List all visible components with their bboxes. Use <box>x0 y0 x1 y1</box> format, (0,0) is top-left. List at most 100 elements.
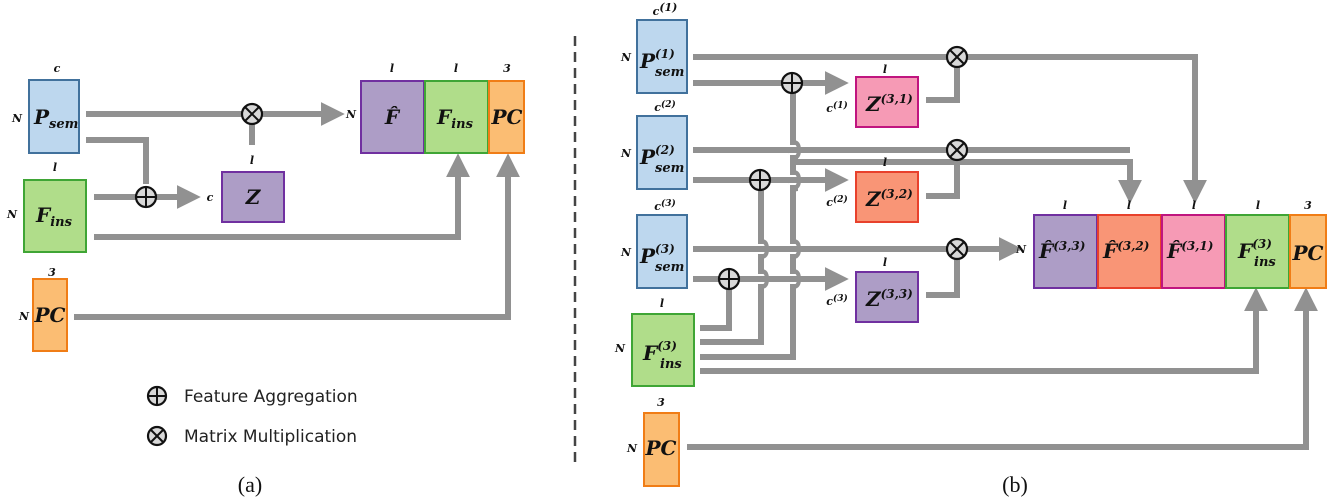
pc-dim-left: N <box>18 310 30 323</box>
psem1-label: P(1)sem <box>639 47 684 80</box>
wire-z33-to-multiply <box>926 249 960 298</box>
output-f31-block <box>1161 214 1226 289</box>
out-fhat-dim: l <box>390 62 394 75</box>
psem3-dim-top: c(3) <box>654 198 675 213</box>
aggregation-node-1 <box>780 71 804 95</box>
psem-dim-top: c <box>54 62 61 75</box>
fins-dim-top: l <box>53 161 57 174</box>
z31: l c(1) Z(3,1) <box>826 63 919 128</box>
fins3: l N F(3)ins <box>614 297 695 387</box>
out-b3-dim: l <box>1256 199 1260 212</box>
psem2: c(2) N P(2)sem <box>620 99 688 190</box>
legend-label: Feature Aggregation <box>184 387 358 407</box>
output-dim-left: N <box>345 108 357 121</box>
wire-fins-agg2 <box>700 180 764 345</box>
fins3-dim-top: l <box>660 297 664 310</box>
output-fins3-label: F(3)ins <box>1237 237 1276 270</box>
fins-dim-left: N <box>6 208 18 221</box>
wire-psem1-multiply <box>693 54 1207 204</box>
output-fins-label: Fins <box>436 105 474 132</box>
output-pc-block <box>488 80 525 154</box>
wire-z31-to-multiply <box>926 57 960 103</box>
aggregation-node-3 <box>717 267 741 291</box>
z32-dim-top: l <box>883 156 887 169</box>
psem1: c(1) N P(1)sem <box>620 1 688 94</box>
wire-fins-agg3 <box>700 279 732 331</box>
output-f31-label: F̂(3,1) <box>1166 239 1213 263</box>
z33-dim-left: c(3) <box>826 293 847 308</box>
legend-item-aggregation: Feature Aggregation <box>146 385 358 407</box>
psem3: c(3) N P(3)sem <box>620 198 688 289</box>
psem2-block <box>636 115 688 190</box>
z-dim-left: c <box>207 191 214 204</box>
caption-b: (b) <box>1002 472 1028 497</box>
aggregation-node <box>134 185 158 209</box>
wire-pc-to-output <box>687 287 1318 450</box>
psem-dim-left: N <box>11 112 23 125</box>
output-f32-block <box>1097 214 1162 289</box>
z-block <box>221 171 285 223</box>
wire-fins-agg1 <box>700 83 796 360</box>
multiplication-node-3 <box>945 237 969 261</box>
pc-b: 3 N PC <box>626 396 680 487</box>
fins3-block <box>631 313 695 387</box>
z-label: Z <box>245 185 262 209</box>
psem3-block <box>636 214 688 289</box>
output-b-dim-left: N <box>1015 243 1027 256</box>
output-pc-block <box>1289 214 1327 289</box>
legend-item-multiplication: Matrix Multiplication <box>146 425 357 447</box>
out-pc-dim: 3 <box>503 62 511 75</box>
z32-block <box>855 171 919 223</box>
pc-block <box>32 278 68 352</box>
pc-b-dim-top: 3 <box>657 396 665 409</box>
part-a: c N Psem l N Fins 3 N PC l c Z N l <box>6 62 525 497</box>
wire-fins-to-output <box>94 153 470 240</box>
z32: l c(2) Z(3,2) <box>826 156 919 223</box>
legend-label: Matrix Multiplication <box>184 427 357 447</box>
psem2-dim-top: c(2) <box>654 99 675 114</box>
wire-fins-to-output <box>700 287 1268 374</box>
z33: l c(3) Z(3,3) <box>826 256 919 323</box>
psem-label: Psem <box>33 105 78 132</box>
z31-label: Z(3,1) <box>865 92 913 116</box>
pc-b-label: PC <box>645 436 677 460</box>
fins3-label: F(3)ins <box>642 339 682 372</box>
z32-label: Z(3,2) <box>865 187 913 211</box>
psem3-dim-left: N <box>620 246 632 259</box>
output-f33-label: F̂(3,3) <box>1038 239 1085 263</box>
z33-block <box>855 271 919 323</box>
part-b: c(1) N P(1)sem c(2) N P(2)sem c(3) N P(3… <box>614 1 1327 497</box>
output-pc-label: PC <box>491 105 523 129</box>
psem1-block <box>636 19 688 94</box>
multiplication-node <box>240 102 264 126</box>
output-pc-label: PC <box>1292 241 1324 265</box>
legend: Feature Aggregation Matrix Multiplicatio… <box>146 385 358 447</box>
output-fhat-block <box>360 80 425 154</box>
multiplication-node-1 <box>945 45 969 69</box>
z31-dim-top: l <box>883 63 887 76</box>
aggregation-node-2 <box>748 168 772 192</box>
z31-dim-left: c(1) <box>826 100 847 115</box>
out-b2-dim: l <box>1192 199 1196 212</box>
psem1-dim-top: c(1) <box>653 1 678 18</box>
output-f32-label: F̂(3,2) <box>1102 239 1149 263</box>
fins-label: Fins <box>35 203 73 230</box>
pc-label: PC <box>34 303 66 327</box>
out-b1-dim: l <box>1127 199 1131 212</box>
fins3-dim-left: N <box>614 342 626 355</box>
psem-block <box>28 79 80 154</box>
z-dim-top: l <box>250 154 254 167</box>
out-b4-dim: 3 <box>1304 199 1312 212</box>
out-fins-dim: l <box>454 62 458 75</box>
pc-b-block <box>643 412 680 487</box>
psem2-dim-left: N <box>620 147 632 160</box>
psem1-dim-left: N <box>620 51 632 64</box>
output-fhat-label: F̂ <box>384 105 401 129</box>
fins-block <box>23 179 87 253</box>
pc-dim-top: 3 <box>48 266 56 279</box>
psem2-label: P(2)sem <box>639 143 684 176</box>
z33-dim-top: l <box>883 256 887 269</box>
pc-b-dim-left: N <box>626 442 638 455</box>
wire-z32-to-multiply <box>926 150 960 199</box>
